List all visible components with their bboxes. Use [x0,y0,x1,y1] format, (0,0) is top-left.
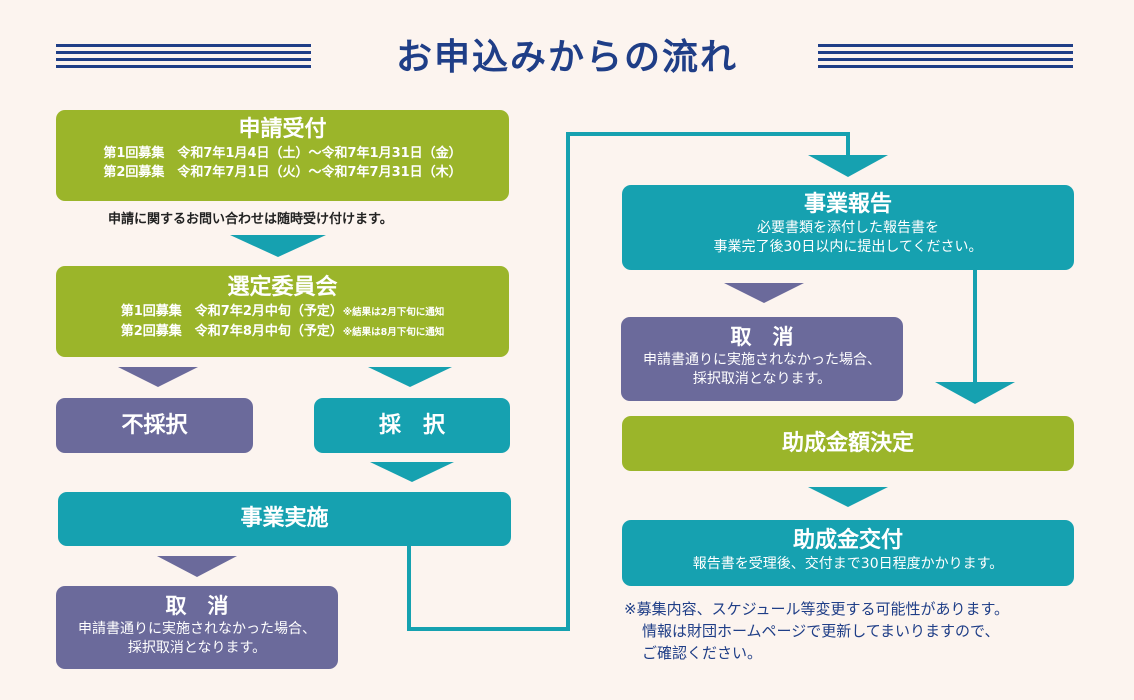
reception-box: 申請受付 第1回募集 令和7年1月4日（土）～令和7年1月31日（金） 第2回募… [56,110,509,201]
report-line2: 事業完了後30日以内に提出してください。 [713,239,983,255]
rejected-label: 不採択 [121,413,188,438]
arrow-committee-to-adopted [368,367,452,387]
arrow-committee-to-rejected [118,367,198,387]
committee-heading: 選定委員会 [227,275,338,300]
decision-box: 助成金額決定 [622,416,1074,471]
cancel-box-right: 取 消 申請書通りに実施されなかった場合、 採択取消となります。 [621,317,903,401]
committee-round2: 第2回募集 令和7年8月中旬（予定）※結果は8月下旬に通知 [56,322,509,342]
report-heading: 事業報告 [803,192,892,217]
title-left-stripes [56,44,311,68]
cancel-left-line1: 申請書通りに実施されなかった場合、 [78,621,316,637]
implementation-box: 事業実施 [58,492,511,546]
arrow-adopted-to-implementation [370,462,454,482]
cancel-left-heading: 取 消 [165,594,229,618]
rejected-box: 不採択 [56,398,253,453]
implementation-label: 事業実施 [240,506,329,531]
arrow-decision-to-payment [808,487,888,507]
cancel-right-line1: 申請書通りに実施されなかった場合、 [643,352,881,368]
committee-round2-text: 第2回募集 令和7年8月中旬（予定） [120,324,343,339]
cancel-left-line2: 採択取消となります。 [127,640,267,656]
committee-round1: 第1回募集 令和7年2月中旬（予定）※結果は2月下旬に通知 [56,302,509,322]
footnote: ※募集内容、スケジュール等変更する可能性があります。 情報は財団ホームページで更… [624,598,1009,664]
cancel-box-left: 取 消 申請書通りに実施されなかった場合、 採択取消となります。 [56,586,338,669]
adopted-label: 採 択 [378,413,445,438]
reception-heading: 申請受付 [238,117,327,142]
title-right-stripes [818,44,1073,68]
reception-round2: 第2回募集 令和7年7月1日（火）～令和7年7月31日（木） [103,165,462,180]
arrow-report-to-cancel [724,283,804,303]
payment-box: 助成金交付 報告書を受理後、交付まで30日程度かかります。 [622,520,1074,586]
report-box: 事業報告 必要書類を添付した報告書を 事業完了後30日以内に提出してください。 [622,185,1074,270]
arrow-reception-to-committee [230,235,326,257]
footnote-line3: ご確認ください。 [642,644,763,662]
report-line1: 必要書類を添付した報告書を [757,220,939,236]
payment-heading: 助成金交付 [792,528,903,553]
reception-note: 申請に関するお問い合わせは随時受け付けます。 [108,212,393,227]
arrow-implementation-to-cancel [157,556,237,577]
footnote-line1: ※募集内容、スケジュール等変更する可能性があります。 [624,600,1010,618]
committee-round1-text: 第1回募集 令和7年2月中旬（予定） [120,304,343,319]
committee-round1-note: ※結果は2月下旬に通知 [342,307,445,318]
committee-round2-note: ※結果は8月下旬に通知 [342,327,445,338]
footnote-line2: 情報は財団ホームページで更新してまいりますので、 [642,622,1000,640]
arrow-report-to-decision [935,382,1015,404]
committee-box: 選定委員会 第1回募集 令和7年2月中旬（予定）※結果は2月下旬に通知 第2回募… [56,266,509,357]
cancel-right-heading: 取 消 [730,325,794,349]
payment-line1: 報告書を受理後、交付まで30日程度かかります。 [692,556,1004,572]
adopted-box: 採 択 [314,398,510,453]
decision-label: 助成金額決定 [781,431,914,456]
page-title: お申込みからの流れ [395,37,738,78]
cancel-right-line2: 採択取消となります。 [692,371,832,387]
arrow-into-report [808,155,888,177]
reception-round1: 第1回募集 令和7年1月4日（土）～令和7年1月31日（金） [103,146,462,161]
